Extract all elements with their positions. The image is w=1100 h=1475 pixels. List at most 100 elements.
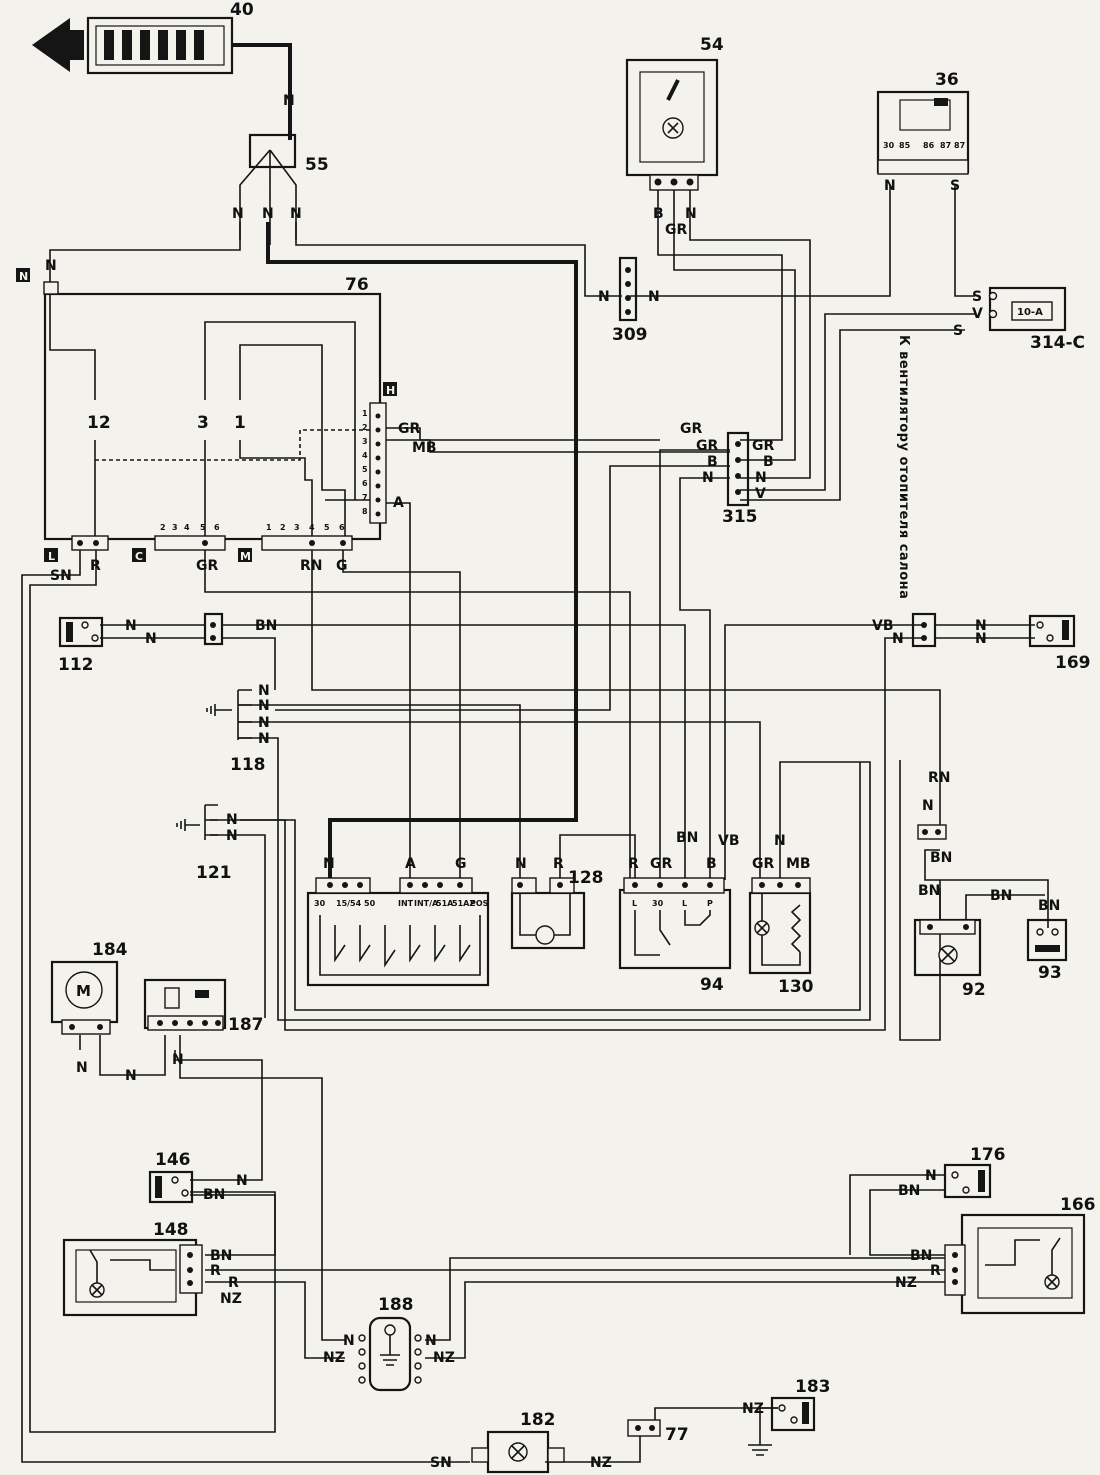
- sw-pin-15-54: 15/54: [336, 899, 362, 908]
- wl-n112a: N: [125, 618, 137, 634]
- ecu-m-pin-5: 5: [324, 523, 330, 532]
- wl-nleft: N: [45, 258, 57, 274]
- label-188: 188: [378, 1295, 414, 1315]
- wire-76-gr: [380, 427, 660, 441]
- ecu-m-pin-4: 4: [309, 523, 315, 532]
- label-187: 187: [228, 1015, 264, 1035]
- wire-76-a: [380, 502, 411, 880]
- wl-gr54: GR: [665, 222, 687, 238]
- wl-n130: N: [774, 833, 786, 849]
- ecu-c-pin-3: 3: [172, 523, 178, 532]
- component-184: M 184: [50, 940, 128, 1035]
- label-182: 182: [520, 1410, 556, 1430]
- wire-54-n: [689, 190, 811, 479]
- wire-184-187: [99, 1035, 166, 1076]
- wire-labels: N N N N N B GR N N S N N S V S GR MB A G…: [45, 93, 1060, 1471]
- wire-188-n: [425, 1257, 960, 1341]
- relay36-pin-85: 85: [899, 141, 911, 150]
- wl-rnM: RN: [300, 558, 323, 574]
- sw-pin-int-a: INT/A: [414, 899, 439, 908]
- relay36-pin-30: 30: [883, 141, 895, 150]
- component-54: 54: [625, 35, 724, 191]
- wl-gr94: GR: [650, 856, 672, 872]
- component-92: 92: [913, 824, 986, 1000]
- wl-b315b: B: [763, 454, 774, 470]
- wl-s314a: S: [972, 289, 982, 305]
- wl-sn: SN: [50, 568, 72, 584]
- component-188: 188: [358, 1295, 422, 1392]
- wire-128-94-r: [559, 834, 636, 880]
- ecu-c-pin-2: 2: [160, 523, 166, 532]
- ecu-h-pin-3: 3: [362, 437, 368, 446]
- wl-mb130: MB: [786, 856, 811, 872]
- wl-n118a: N: [258, 683, 270, 699]
- wl-r128: R: [553, 856, 564, 872]
- component-40: 40: [32, 0, 254, 75]
- label-183: 183: [795, 1377, 831, 1397]
- tag-M: M: [240, 550, 251, 563]
- wire-314-s: [740, 329, 965, 501]
- wire-118-n3: [238, 721, 761, 880]
- wl-n112b: N: [145, 631, 157, 647]
- wire-118-n4: [238, 737, 871, 1021]
- wire-54-gr: [673, 190, 796, 461]
- wire-54-b: [657, 190, 783, 441]
- wl-mb76: MB: [412, 440, 437, 456]
- wl-n54: N: [685, 206, 697, 222]
- wl-vb94: VB: [718, 833, 740, 849]
- ecu-c-pin-6: 6: [214, 523, 220, 532]
- wire-112-to-118: [222, 637, 276, 690]
- wl-n309a: N: [598, 289, 610, 305]
- wl-nz188b: NZ: [433, 1350, 455, 1366]
- wire-169-right: [935, 624, 1035, 639]
- wl-s36: S: [950, 178, 960, 194]
- wire-battery-positive: [232, 43, 292, 140]
- component-187: 187: [143, 978, 264, 1035]
- wl-bn92b: BN: [918, 883, 940, 899]
- wl-grC: GR: [196, 558, 218, 574]
- wl-bn94: BN: [676, 830, 698, 846]
- wl-v315: V: [755, 486, 766, 502]
- label-130: 130: [778, 977, 814, 997]
- wl-nz166: NZ: [895, 1275, 917, 1291]
- ecu-label-3: 3: [197, 413, 209, 433]
- wl-n55c: N: [290, 206, 302, 222]
- ecu-c-pin-4: 4: [184, 523, 190, 532]
- component-309: 309: [612, 256, 648, 345]
- wire-169-vb: [724, 624, 925, 880]
- wire-55-to-76: [49, 222, 241, 282]
- wl-bn146: BN: [203, 1187, 225, 1203]
- wl-bn93: BN: [1038, 898, 1060, 914]
- wl-sn182: SN: [430, 1455, 452, 1471]
- label-128: 128: [568, 868, 604, 888]
- wire-146-148: [190, 1191, 276, 1256]
- wl-n187: N: [172, 1052, 184, 1068]
- tag-L: L: [48, 550, 55, 563]
- ecu-m-pin-1: 1: [266, 523, 272, 532]
- wire-121-n2: [210, 762, 861, 1011]
- relay36-pin-87a: 87: [940, 141, 951, 150]
- wire-121-n: [210, 834, 266, 1018]
- wl-bn92a: BN: [930, 850, 952, 866]
- wl-n315a: N: [702, 470, 714, 486]
- ecu-m-pin-6: 6: [339, 523, 345, 532]
- note-heater-fan: К вентилятору отопителя салона: [896, 335, 911, 599]
- label-55: 55: [305, 155, 329, 175]
- component-182: 182: [471, 1410, 565, 1474]
- wl-gr130: GR: [752, 856, 774, 872]
- wl-r148b: R: [228, 1275, 239, 1291]
- wl-rn92: RN: [928, 770, 951, 786]
- wire-315-n: [679, 477, 730, 880]
- wire-118-n2: [238, 704, 521, 880]
- wl-n188a: N: [343, 1333, 355, 1349]
- wire-309-to-36: [630, 185, 891, 297]
- wl-n169c: N: [975, 631, 987, 647]
- wire-176-bn: [869, 1189, 960, 1256]
- wire-36-to-314: [954, 185, 975, 297]
- component-55: 55: [248, 133, 329, 175]
- component-148: 148: [62, 1220, 203, 1317]
- label-176: 176: [970, 1145, 1006, 1165]
- sw-pin-int: INT: [398, 899, 414, 908]
- t94-l1: L: [632, 899, 637, 908]
